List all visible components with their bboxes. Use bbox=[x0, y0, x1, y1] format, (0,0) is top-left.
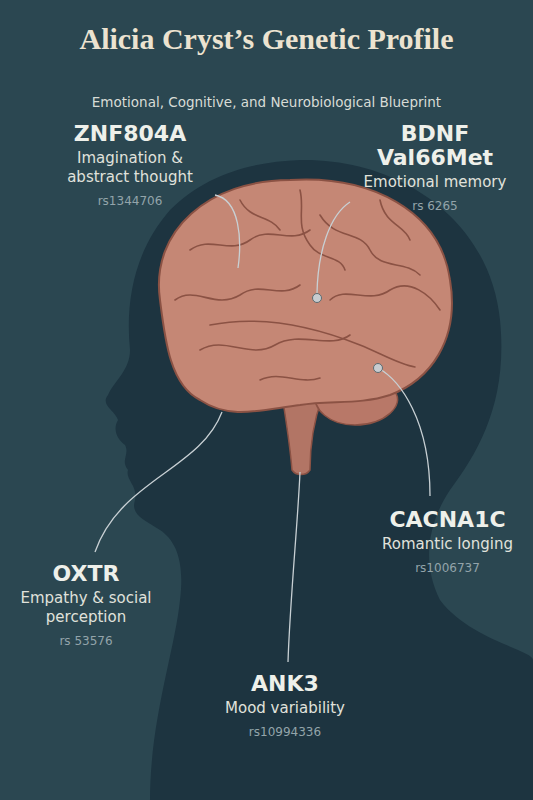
callout-group: OXTR Empathy & social perception rs 53576 bbox=[6, 562, 166, 648]
gene-name: OXTR bbox=[6, 562, 166, 586]
leader-line bbox=[215, 195, 240, 268]
callout-group: Emotional, Cognitive, and Neurobiologica… bbox=[0, 94, 533, 110]
snp-id: rs1006737 bbox=[370, 561, 525, 575]
callout-group: CACNA1C Romantic longing rs1006737 bbox=[370, 508, 525, 575]
callout-group: BDNF Val66MetEmotional memory rs 6265 bbox=[355, 122, 515, 213]
leader-line bbox=[378, 368, 430, 496]
gene-name: CACNA1C bbox=[370, 508, 525, 532]
trait-label: Emotional memory bbox=[355, 173, 515, 192]
trait-label: Mood variability bbox=[205, 699, 365, 718]
snp-id: rs1344706 bbox=[50, 194, 210, 208]
head-silhouette bbox=[106, 160, 533, 800]
marker-dot bbox=[374, 364, 383, 373]
brain-gyri bbox=[175, 190, 440, 380]
gene-name: ANK3 bbox=[205, 672, 365, 696]
snp-id: rs10994336 bbox=[205, 725, 365, 739]
gene-name: ZNF804A bbox=[50, 122, 210, 146]
brain bbox=[159, 180, 452, 412]
trait-label: Imagination & abstract thought bbox=[50, 149, 210, 187]
leader-line bbox=[95, 412, 222, 552]
snp-id: rs 6265 bbox=[355, 199, 515, 213]
main-title: Alicia Cryst’s Genetic Profile bbox=[0, 22, 533, 56]
leader-line bbox=[317, 202, 350, 293]
subtitle: Emotional, Cognitive, and Neurobiologica… bbox=[0, 94, 533, 110]
gene-name: BDNF Val66Met bbox=[355, 122, 515, 170]
callout-group: ZNF804A Imagination & abstract thought rs1… bbox=[50, 122, 210, 208]
trait-label: Empathy & social perception bbox=[6, 589, 166, 627]
callout-group: ANK3Mood variability rs10994336 bbox=[205, 672, 365, 739]
snp-id: rs 53576 bbox=[6, 634, 166, 648]
trait-label: Romantic longing bbox=[370, 535, 525, 554]
leader-line bbox=[288, 472, 300, 662]
marker-dot bbox=[313, 294, 322, 303]
